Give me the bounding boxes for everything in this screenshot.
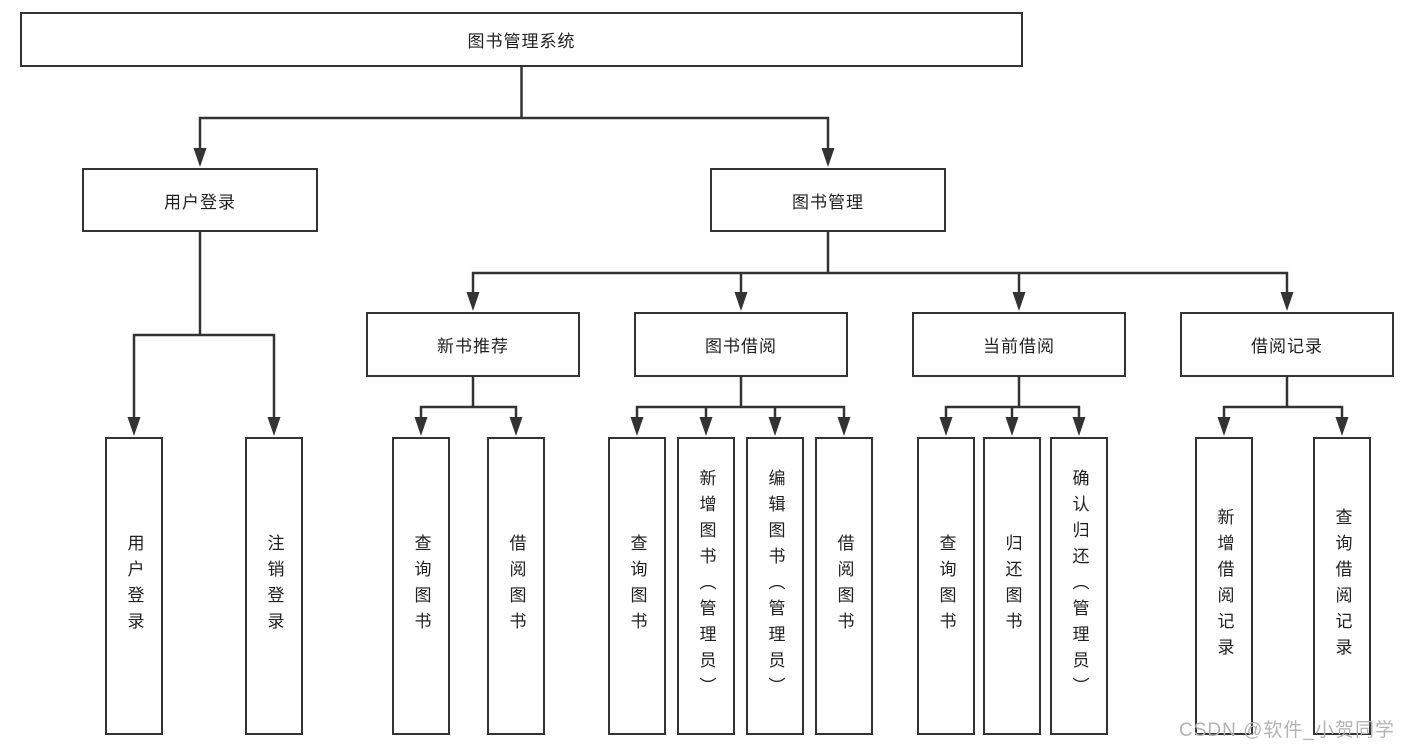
edge-currentborrow-to-leaves <box>944 374 1081 423</box>
leaf-label: 归还图书 <box>1002 534 1022 638</box>
leaf-label: 查询图书 <box>936 534 956 638</box>
arrowhead <box>193 148 207 167</box>
arrowhead <box>734 292 748 311</box>
edge-root-to-level2 <box>198 64 830 154</box>
leaf-cb-query-book: 查询图书 <box>917 437 975 735</box>
leaf-label: 查询图书 <box>411 534 431 638</box>
leaf-bb-query-book: 查询图书 <box>608 437 666 735</box>
leaf-label: 新增借阅记录 <box>1214 508 1234 664</box>
arrowhead <box>1280 292 1294 311</box>
edge-newbook-to-leaves <box>419 374 518 423</box>
arrowhead <box>699 417 713 436</box>
watermark: CSDN @软件_小贺同学 <box>1179 720 1395 741</box>
node-borrow-records: 借阅记录 <box>1180 312 1394 377</box>
leaf-label: 用户登录 <box>124 534 144 638</box>
leaf-label: 查询借阅记录 <box>1332 508 1352 664</box>
arrowhead <box>509 417 523 436</box>
leaf-label: 注销登录 <box>264 534 284 638</box>
node-current-borrow: 当前借阅 <box>912 312 1126 377</box>
leaf-logout: 注销登录 <box>245 437 303 735</box>
arrowhead <box>821 148 835 167</box>
arrowhead <box>127 417 141 436</box>
edge-bookmgmt-to-level3 <box>471 229 1289 299</box>
leaf-label: 借阅图书 <box>506 534 526 638</box>
arrowheads <box>127 148 1349 436</box>
arrowhead <box>466 292 480 311</box>
node-root: 图书管理系统 <box>20 12 1023 67</box>
leaf-bb-borrow-book: 借阅图书 <box>815 437 873 735</box>
leaf-label: 新增图书（管理员） <box>696 469 716 703</box>
leaf-bb-add-book: 新增图书（管理员） <box>677 437 735 735</box>
edge-borrowrecords-to-leaves <box>1222 374 1344 423</box>
arrowhead <box>414 417 428 436</box>
arrowhead <box>768 417 782 436</box>
arrowhead <box>837 417 851 436</box>
edge-userlogin-to-leaves <box>132 229 276 423</box>
arrowhead <box>630 417 644 436</box>
node-book-borrow: 图书借阅 <box>634 312 848 377</box>
leaf-label: 编辑图书（管理员） <box>765 469 785 703</box>
leaf-nb-borrow-book: 借阅图书 <box>487 437 545 735</box>
arrowhead <box>1005 417 1019 436</box>
leaf-bb-edit-book: 编辑图书（管理员） <box>746 437 804 735</box>
node-book-management: 图书管理 <box>710 168 946 232</box>
arrowhead <box>1072 417 1086 436</box>
arrowhead <box>1335 417 1349 436</box>
leaf-user-login: 用户登录 <box>105 437 163 735</box>
arrowhead <box>1217 417 1231 436</box>
leaf-cb-return-book: 归还图书 <box>983 437 1041 735</box>
leaf-nb-query-book: 查询图书 <box>392 437 450 735</box>
node-new-book-recommend: 新书推荐 <box>366 312 580 377</box>
arrowhead <box>939 417 953 436</box>
leaf-cb-confirm-return: 确认归还（管理员） <box>1050 437 1108 735</box>
arrowhead <box>267 417 281 436</box>
edge-bookborrow-to-leaves <box>635 374 846 423</box>
leaf-label: 确认归还（管理员） <box>1069 469 1089 703</box>
arrowhead <box>1012 292 1026 311</box>
leaf-br-add-record: 新增借阅记录 <box>1195 437 1253 735</box>
node-user-login: 用户登录 <box>82 168 318 232</box>
leaf-label: 查询图书 <box>627 534 647 638</box>
leaf-label: 借阅图书 <box>834 534 854 638</box>
leaf-br-query-record: 查询借阅记录 <box>1313 437 1371 735</box>
